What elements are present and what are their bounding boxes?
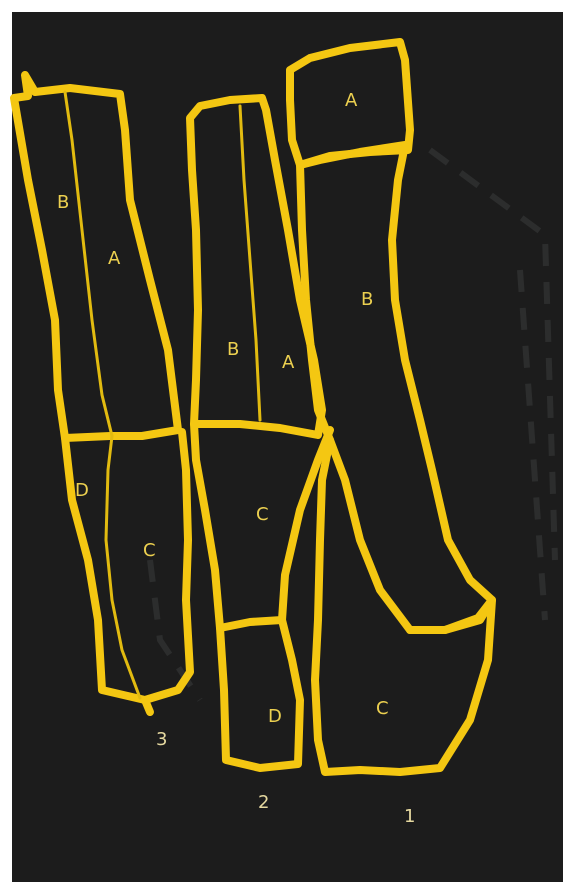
finger-3-region-a-label: A <box>108 248 121 269</box>
finger-2-region-c-label: C <box>256 504 269 525</box>
finger-3-number-label: 3 <box>156 729 167 750</box>
finger-3-region-d-label: D <box>75 480 89 501</box>
finger-3-tip-mark <box>145 700 150 712</box>
finger-2-region-a-label: A <box>282 352 295 373</box>
finger-1-region-c-label: C <box>376 698 389 719</box>
finger-2-number-label: 2 <box>258 792 269 813</box>
finger-1-region-a-label: A <box>345 90 358 111</box>
finger-3-region-b-label: B <box>57 192 69 213</box>
finger-2-region-d-label: D <box>268 706 282 727</box>
dark-background <box>12 12 563 882</box>
finger-1-region-b-label: B <box>361 289 373 310</box>
finger-3-region-c-label: C <box>143 540 156 561</box>
finger-1-number-label: 1 <box>404 806 415 827</box>
finger-2-region-b-label: B <box>227 339 239 360</box>
